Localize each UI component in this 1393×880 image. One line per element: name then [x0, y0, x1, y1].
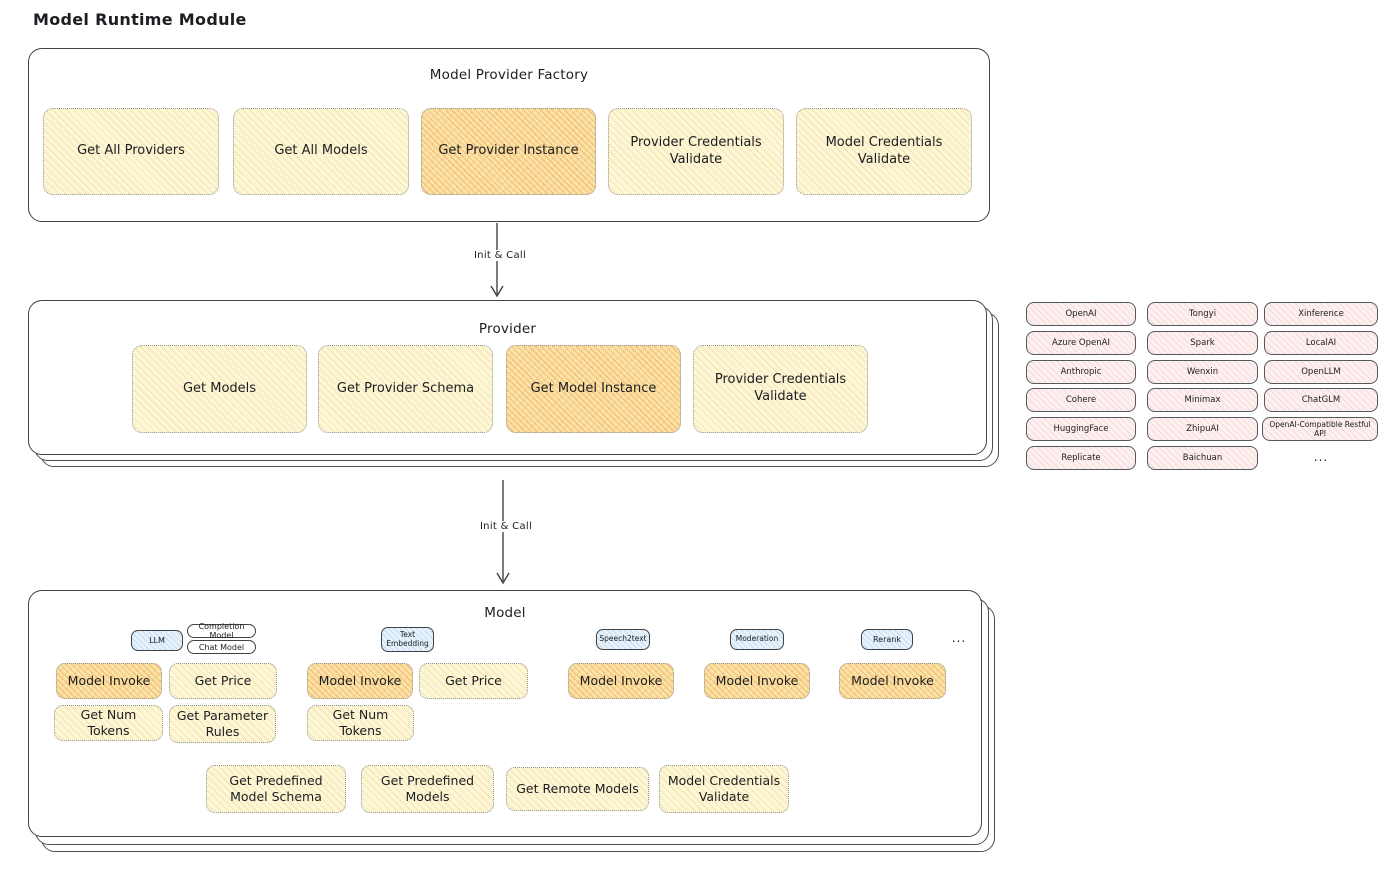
node-llm-model-invoke: Model Invoke: [56, 663, 162, 699]
factory-panel-title: Model Provider Factory: [429, 67, 589, 83]
provider-pill-openai-compatible: OpenAI-Compatible Restful API: [1262, 417, 1378, 441]
node-embedding-get-num-tokens: Get Num Tokens: [307, 705, 414, 741]
model-tags-more: ...: [951, 631, 967, 645]
node-provider-credentials-validate-provider: Provider Credentials Validate: [693, 345, 868, 433]
factory-panel: Model Provider Factory Get All Providers…: [28, 48, 990, 222]
provider-pill-chatglm: ChatGLM: [1264, 388, 1378, 412]
node-get-provider-instance: Get Provider Instance: [421, 108, 596, 195]
provider-panel: Provider Get Models Get Provider Schema …: [28, 300, 987, 455]
tag-chat-model: Chat Model: [187, 640, 256, 654]
provider-pill-openai: OpenAI: [1026, 302, 1136, 326]
tag-text-embedding: Text Embedding: [381, 627, 434, 652]
provider-pill-localai: LocalAI: [1264, 331, 1378, 355]
provider-pill-huggingface: HuggingFace: [1026, 417, 1136, 441]
node-llm-get-parameter-rules: Get Parameter Rules: [169, 705, 276, 743]
arrow-label-init-call-2: Init & Call: [461, 521, 551, 532]
tag-moderation: Moderation: [730, 629, 784, 650]
tag-speech2text: Speech2text: [596, 629, 650, 650]
node-model-credentials-validate-factory: Model Credentials Validate: [796, 108, 972, 195]
tag-rerank: Rerank: [861, 629, 913, 650]
arrow-label-init-call-1: Init & Call: [455, 250, 545, 261]
node-speech2text-model-invoke: Model Invoke: [568, 663, 674, 699]
provider-pill-anthropic: Anthropic: [1026, 360, 1136, 384]
provider-pill-baichuan: Baichuan: [1147, 446, 1258, 470]
arrow-provider-to-model: [496, 480, 510, 585]
node-get-model-instance: Get Model Instance: [506, 345, 681, 433]
page-title: Model Runtime Module: [33, 10, 247, 29]
provider-pill-cohere: Cohere: [1026, 388, 1136, 412]
provider-pill-tongyi: Tongyi: [1147, 302, 1258, 326]
provider-pill-minimax: Minimax: [1147, 388, 1258, 412]
node-embedding-model-invoke: Model Invoke: [307, 663, 413, 699]
node-embedding-get-price: Get Price: [419, 663, 528, 699]
arrow-factory-to-provider: [490, 223, 504, 298]
provider-pill-wenxin: Wenxin: [1147, 360, 1258, 384]
provider-pill-replicate: Replicate: [1026, 446, 1136, 470]
providers-grid: OpenAI Azure OpenAI Anthropic Cohere Hug…: [1026, 302, 1378, 472]
tag-llm: LLM: [131, 630, 183, 651]
node-get-remote-models: Get Remote Models: [506, 767, 649, 811]
tag-completion-model: Completion Model: [187, 622, 256, 640]
node-get-predefined-models: Get Predefined Models: [361, 765, 494, 813]
node-get-predefined-model-schema: Get Predefined Model Schema: [206, 765, 346, 813]
providers-grid-more: ...: [1313, 450, 1329, 464]
node-llm-get-price: Get Price: [169, 663, 277, 699]
node-provider-credentials-validate-factory: Provider Credentials Validate: [608, 108, 784, 195]
node-get-all-models: Get All Models: [233, 108, 409, 195]
model-panel: Model LLM Completion Model Chat Model Te…: [28, 590, 982, 837]
node-llm-get-num-tokens: Get Num Tokens: [54, 705, 163, 741]
provider-panel-title: Provider: [478, 321, 537, 337]
node-model-credentials-validate-model: Model Credentials Validate: [659, 765, 789, 813]
provider-pill-zhipuai: ZhipuAI: [1147, 417, 1258, 441]
provider-pill-xinference: Xinference: [1264, 302, 1378, 326]
node-rerank-model-invoke: Model Invoke: [839, 663, 946, 699]
node-get-provider-schema: Get Provider Schema: [318, 345, 493, 433]
node-get-all-providers: Get All Providers: [43, 108, 219, 195]
provider-pill-openllm: OpenLLM: [1264, 360, 1378, 384]
provider-pill-spark: Spark: [1147, 331, 1258, 355]
node-moderation-model-invoke: Model Invoke: [704, 663, 810, 699]
model-panel-title: Model: [484, 605, 526, 621]
provider-pill-azure-openai: Azure OpenAI: [1026, 331, 1136, 355]
node-get-models: Get Models: [132, 345, 307, 433]
